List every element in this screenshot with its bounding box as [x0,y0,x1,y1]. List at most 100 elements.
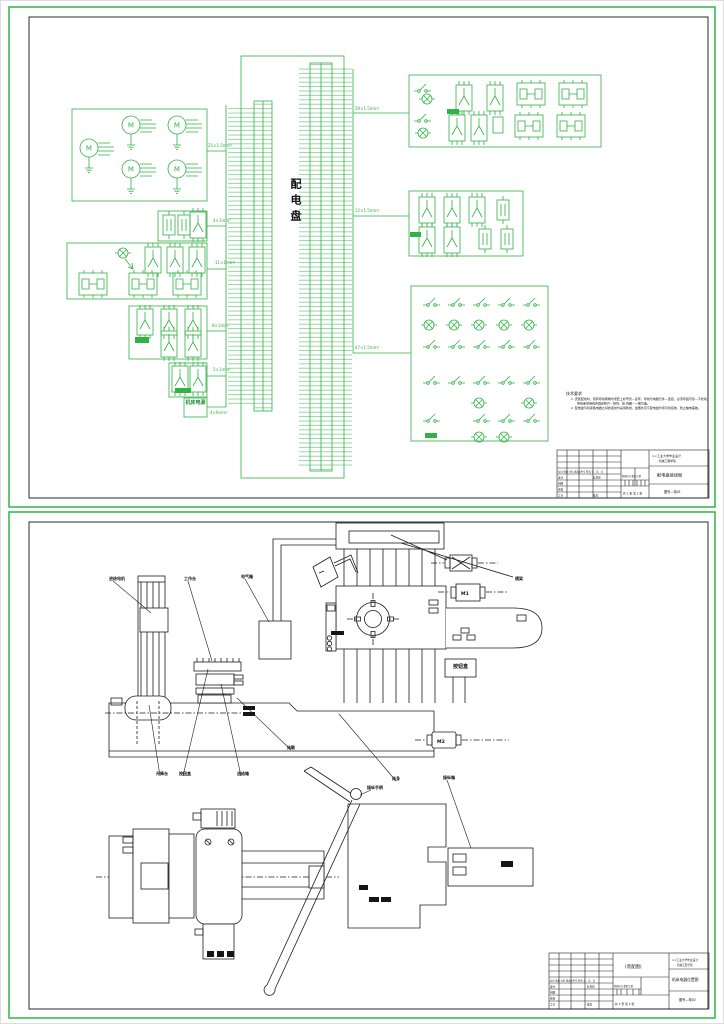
spindle-motor-M1 [438,583,509,602]
worktable-stack [193,658,244,704]
lifting-column [105,575,241,745]
machine-power-box [183,397,208,418]
limit-switch-symbol [447,297,466,307]
text-label: 校核 [550,997,556,1001]
part-label: M1 [461,591,469,597]
part-label: 进给箱 [237,770,249,776]
lamp-symbol [495,431,513,443]
plan-view [96,766,534,996]
sheet1-outer-border [8,6,716,508]
saddle-plate [347,803,447,929]
lamp-symbol [445,319,463,331]
component-box-right-3 [410,285,549,443]
sheet1-inner-frame [28,16,709,499]
text-label: 导线束须用线夹固定整齐—排列，接 线图—一致均备。 [577,401,650,406]
feed-gearbox-housing [192,808,243,960]
text-label: 工艺 [550,1003,556,1007]
button-box-outline [444,658,477,678]
part-label: M2 [437,739,445,745]
title-block-sheet2 [548,952,710,1010]
motor-group-box [71,108,208,202]
leader-line [220,683,242,777]
limit-switch-symbol [422,339,441,349]
limit-switch-symbol [522,297,541,307]
sheet1-wiring-diagram: 25×1.5mm²4×1mm²11×1mm²8×1mm²5×1mm²4×6mm²… [8,6,716,508]
part-label: 电气箱 [241,573,253,579]
sheet2-labels: (装配图)标记 处数 分区 更改文件号 签名 年、月、日设计制图校核工艺标准化批… [550,958,699,1007]
leader-line [338,713,397,782]
distribution-panel-title: 配电盘 [289,178,302,226]
text-label: 标记 处数 分区 更改文件号 签名 年、月、日 [558,470,603,474]
lamp-symbol [470,431,488,443]
part-leader-labels: 进给电机工作台电气箱横梁升降台按钮盒进给箱床鞍床身操纵箱操纵手柄M1M2 [109,573,523,849]
lamp-symbol [470,397,488,409]
text-label: 8×1mm² [212,323,230,328]
text-label: 5×1mm² [213,367,231,372]
electric-cabinet [258,620,292,660]
text-label: 2. 配电盘与机床各电器之间的连线均采用软线，金属外壳与配电盘均须可靠接地，防止… [571,405,701,410]
text-label: 机械工程学院 [659,459,676,463]
button-box-label: 按钮盒 [452,664,468,670]
lamp-symbol [495,319,513,331]
component-box-right-1 [408,74,602,148]
text-label: 29×1.5mm² [355,106,380,111]
component-box-right-2 [408,190,524,258]
text-label: 技术要求 [566,390,582,396]
text-label: 批准 [587,1003,593,1007]
leader-line [244,578,270,623]
text-label: 标准化 [593,476,601,480]
leader-line [148,704,161,777]
text-label: ××工业大学毕业设计 [672,958,698,962]
limit-switch-symbol [472,375,491,385]
text-label: 制图 [550,991,556,995]
spindle-head [335,585,447,650]
text-label: 4×6mm² [210,410,228,415]
sheet1-labels: 25×1.5mm²4×1mm²11×1mm²8×1mm²5×1mm²4×6mm²… [208,106,710,498]
lamp-symbol [520,397,538,409]
text-label: 工艺 [558,494,564,498]
distribution-panel [207,55,411,479]
text-label: ××工业大学毕业设计 [652,453,681,458]
text-label: 图号—电02 [679,997,696,1002]
limit-switch-symbol [422,413,441,423]
speed-lever [312,556,339,588]
text-label: 设计 [558,476,564,480]
limit-switch-symbol [472,339,491,349]
part-label: 工作台 [184,575,196,581]
title-block-sheet1 [556,449,710,499]
long-handle [263,766,362,996]
leader-line [112,580,152,614]
limit-switch-symbol [472,297,491,307]
component-box-left-1 [157,207,208,243]
sheet2-inner-frame [28,521,709,1010]
limit-switch-symbol [422,375,441,385]
part-label: 床身 [392,775,400,781]
text-label: 配电盘接线图 [657,472,682,479]
text-label: 机械工程学院 [677,963,693,967]
overarm-motor [431,554,498,572]
part-label: 按钮盒 [179,770,192,776]
limit-switch-symbol [522,339,541,349]
limit-switch-symbol [522,375,541,385]
text-label: 共 2 张 第 1 张 [623,492,642,496]
sheet2-outer-border [8,511,716,1019]
text-label: 共 2 张 第 2 张 [615,1002,634,1006]
limit-switch-symbol [447,375,466,385]
limit-switch-symbol [497,339,516,349]
text-label: 11×1mm² [215,260,236,265]
limit-switch-symbol [422,297,441,307]
lamp-symbol [420,319,438,331]
lamp-symbol [520,319,538,331]
leader-line [236,697,292,751]
text-label: 制图 [558,482,564,486]
text-label: 阶段标记 重量 比例 [622,474,642,478]
limit-switch-symbol [497,297,516,307]
part-label: 床鞍 [287,744,295,750]
part-label: 进给电机 [109,575,125,581]
component-box-left-2 [66,242,208,300]
leader-line [446,779,472,849]
text-label: 1. 安装配线时，所有导线两端均须套上标号管—接牢，导线与电器元件—连接，必须牢… [571,396,710,401]
text-label: 25×1.5mm² [208,143,233,148]
